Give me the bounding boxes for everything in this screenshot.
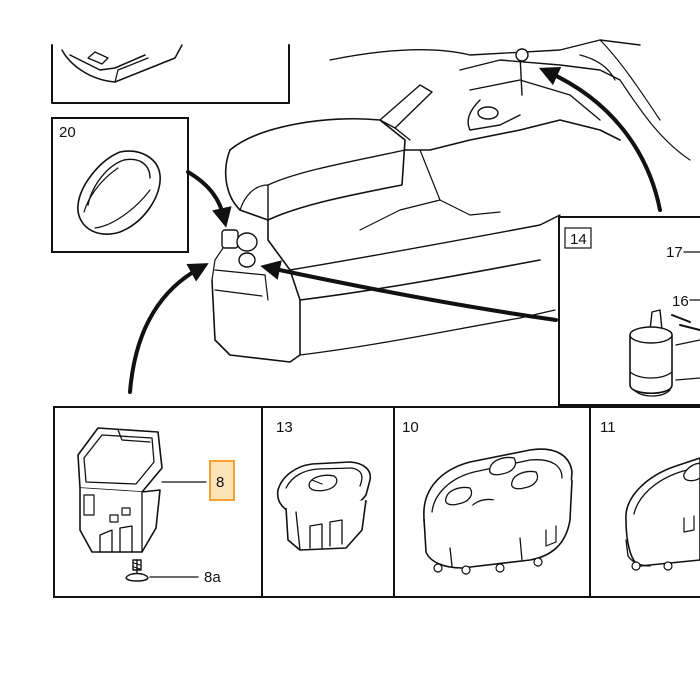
window-switch-panel-partial-part <box>625 457 700 571</box>
screw-part <box>125 559 149 582</box>
hazard-switch-part <box>77 427 163 553</box>
curved-arrow-icon <box>260 260 558 322</box>
curved-arrow-icon <box>186 170 232 228</box>
cover-cap-part <box>77 150 161 235</box>
callout-8a: 8a <box>204 569 221 586</box>
callout-17: 17 <box>666 244 683 261</box>
box-14: 14 17 16 <box>558 216 700 406</box>
box-11: 11 <box>600 419 700 571</box>
callout-8: 8 <box>216 474 224 491</box>
callout-16: 16 <box>672 293 689 310</box>
partial-box-top <box>51 44 290 104</box>
box-13: 13 <box>276 419 372 551</box>
box-20: 20 <box>51 117 189 253</box>
box-20-label: 20 <box>59 124 76 141</box>
box-14-label: 14 <box>570 231 587 248</box>
window-switch-panel-part <box>423 448 573 575</box>
lighter-socket-part <box>629 309 700 397</box>
box-13-label: 13 <box>276 419 293 436</box>
curved-arrow-icon <box>538 67 662 212</box>
window-switch-single-part <box>276 461 372 551</box>
callout-arrows <box>128 67 662 394</box>
highlight-box-8 <box>209 460 235 501</box>
box-10: 10 <box>402 419 573 575</box>
center-console-illustration <box>211 39 691 363</box>
curved-arrow-icon <box>128 263 209 394</box>
box-11-label: 11 <box>600 419 616 436</box>
box-8: 8 8a <box>77 427 235 586</box>
box-10-label: 10 <box>402 419 419 436</box>
